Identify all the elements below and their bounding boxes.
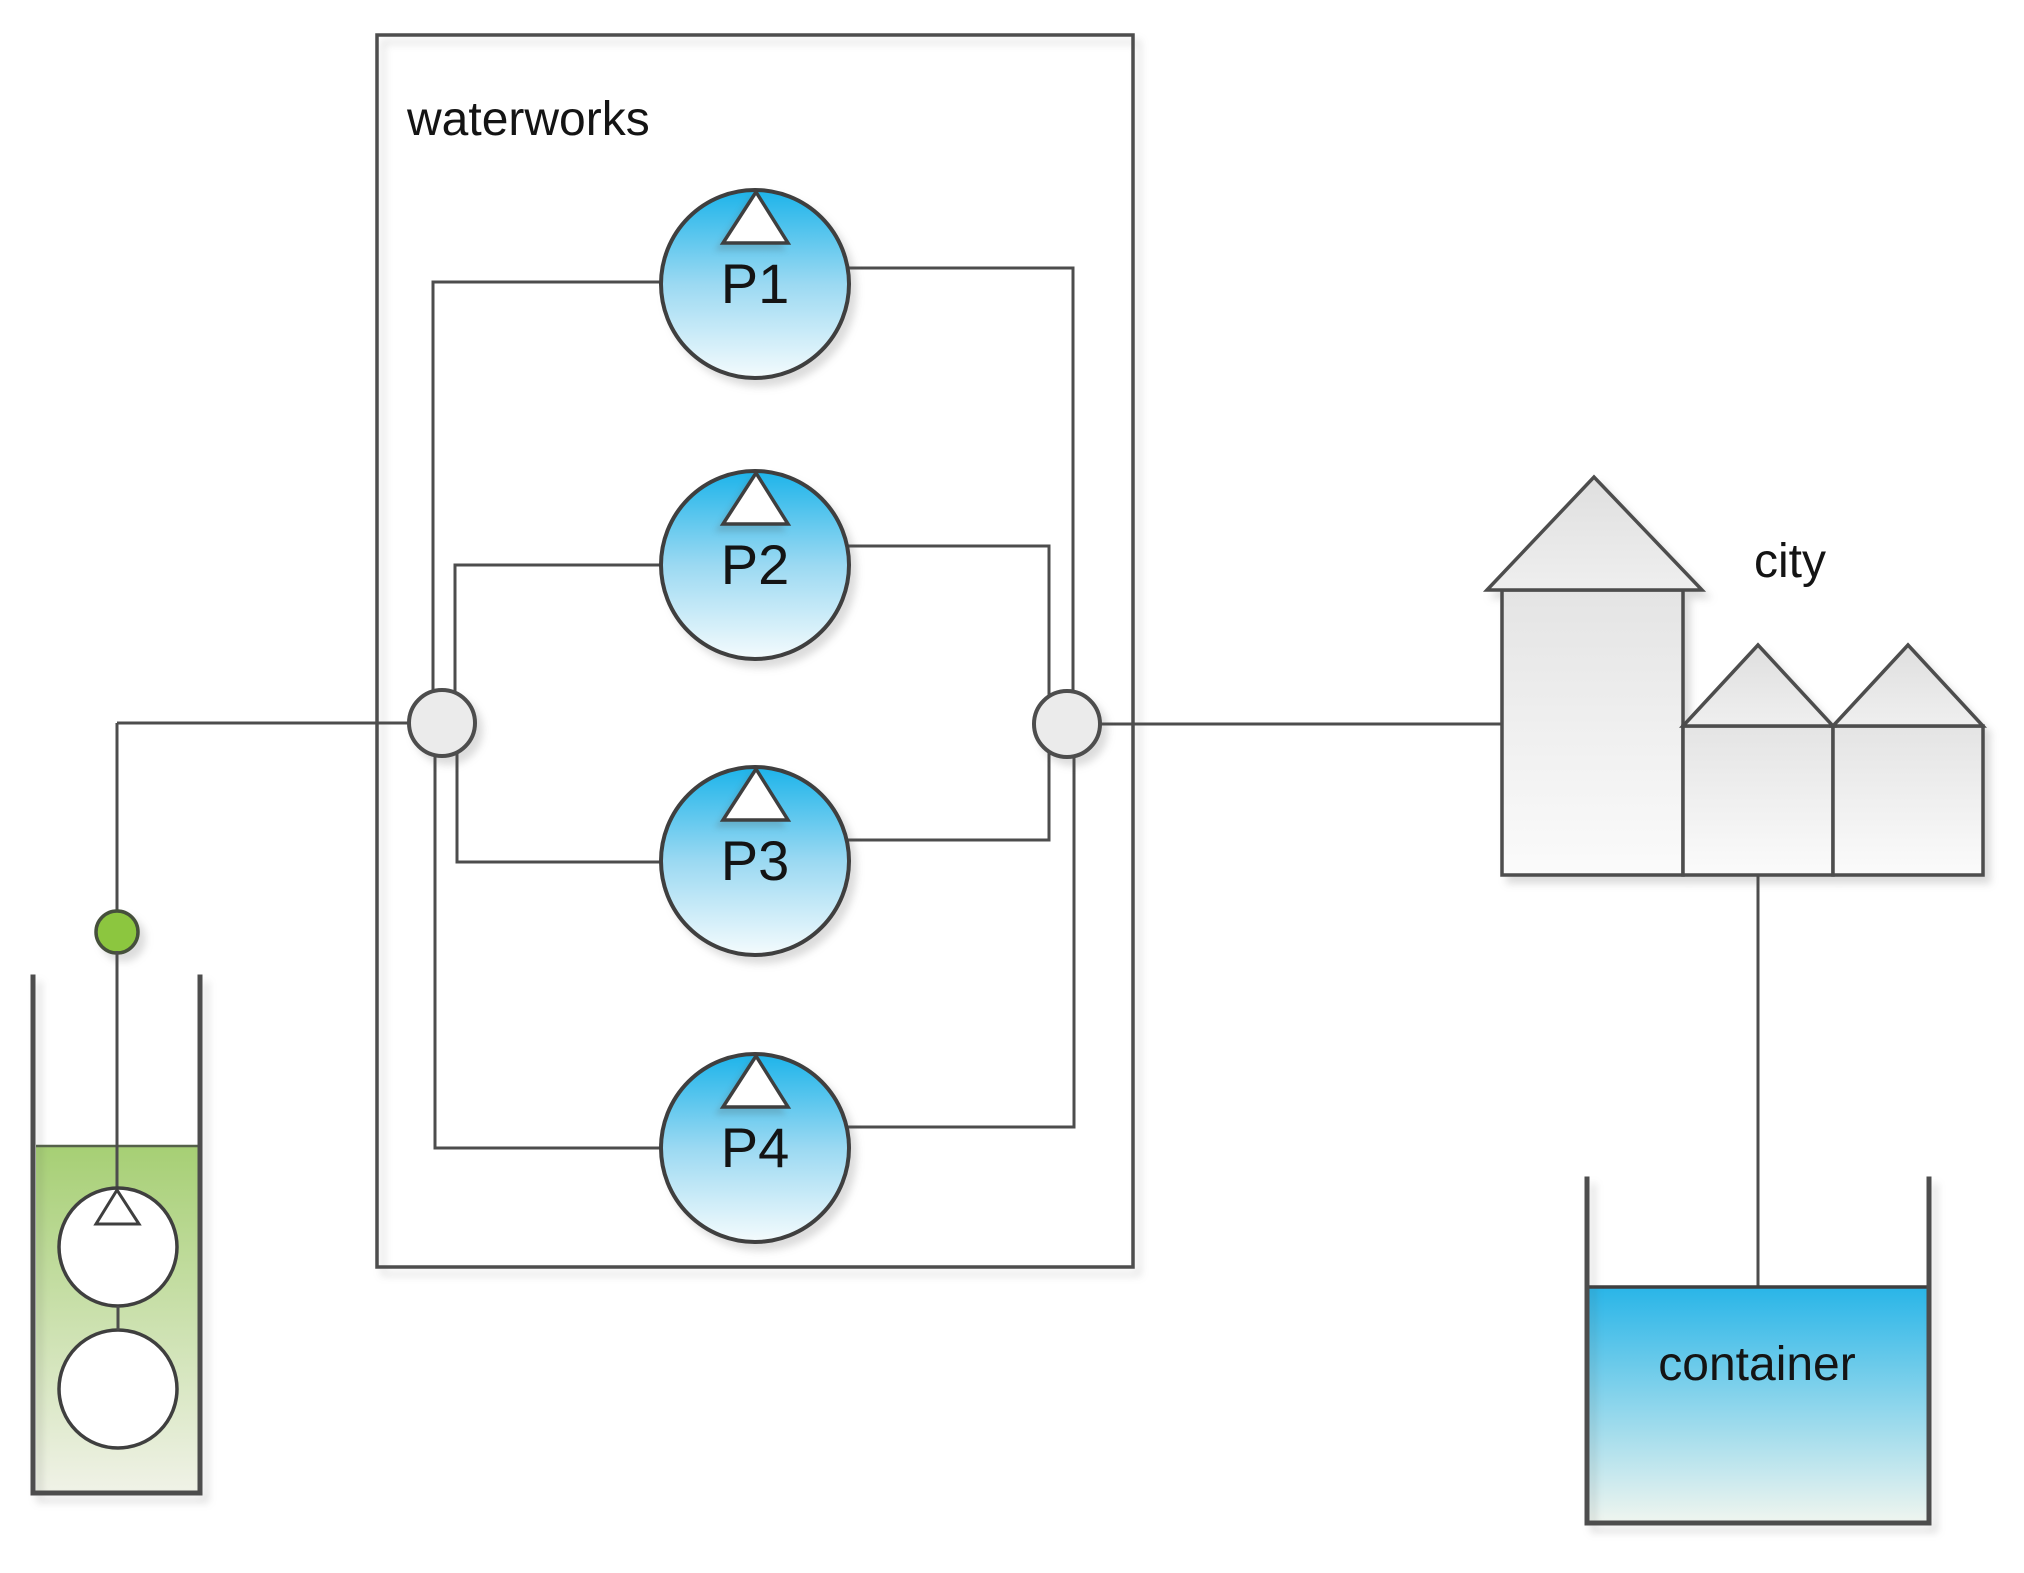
pump-p2-circle[interactable]: [659, 469, 851, 661]
pipe-p4-right[interactable]: [847, 724, 1076, 1129]
pump-p1[interactable]: P1: [659, 188, 851, 380]
pipe-p2-left[interactable]: [453, 563, 661, 723]
pump-p4[interactable]: P4: [659, 1052, 851, 1244]
city-house-2-roof: [1828, 642, 1988, 728]
pump-p1-triangle-icon: [719, 188, 792, 245]
waterworks-boundary-box[interactable]: [375, 33, 1135, 1269]
well-pump-lower-circle[interactable]: [57, 1328, 179, 1450]
pump-p2-label: P2: [721, 533, 790, 596]
container-label: container: [1658, 1338, 1855, 1391]
pipe-p1-right[interactable]: [847, 266, 1075, 724]
pipe-p3-left[interactable]: [455, 723, 661, 864]
green-sensor-node[interactable]: [94, 909, 140, 955]
pipe-p2-right[interactable]: [847, 544, 1051, 724]
pump-p1-circle[interactable]: [659, 188, 851, 380]
waterworks-label: waterworks: [406, 93, 650, 146]
pump-p2-triangle-icon: [719, 469, 792, 526]
container-walls: [1584, 1176, 1932, 1526]
container-water: [1589, 1287, 1927, 1522]
source-well[interactable]: [30, 951, 203, 1496]
city-house-1[interactable]: [1681, 724, 1835, 877]
city-tower-roof: [1482, 474, 1707, 592]
city-house-2[interactable]: [1831, 724, 1985, 877]
pipe-p1-left[interactable]: [431, 280, 661, 723]
well-pump-triangle-icon: [93, 1187, 142, 1226]
container-tank[interactable]: container: [1584, 1176, 1932, 1526]
city-house-1-roof: [1678, 642, 1838, 728]
well-walls: [30, 974, 203, 1496]
junction-node-right[interactable]: [1032, 689, 1102, 759]
pump-p4-triangle-icon: [719, 1052, 792, 1109]
pump-p4-label: P4: [721, 1116, 790, 1179]
pump-p3-circle[interactable]: [659, 765, 851, 957]
junction-node-left[interactable]: [407, 688, 477, 758]
pump-p3-triangle-icon: [719, 765, 792, 822]
pump-p1-label: P1: [721, 252, 790, 315]
pump-p4-circle[interactable]: [659, 1052, 851, 1244]
pump-p3-label: P3: [721, 829, 790, 892]
city-tower[interactable]: [1500, 588, 1685, 877]
pump-p3[interactable]: P3: [659, 765, 851, 957]
pipe-p4-left[interactable]: [433, 723, 661, 1150]
pipe-p3-right[interactable]: [847, 724, 1051, 842]
city[interactable]: [1482, 474, 1988, 877]
city-label: city: [1754, 535, 1826, 588]
pump-p2[interactable]: P2: [659, 469, 851, 661]
